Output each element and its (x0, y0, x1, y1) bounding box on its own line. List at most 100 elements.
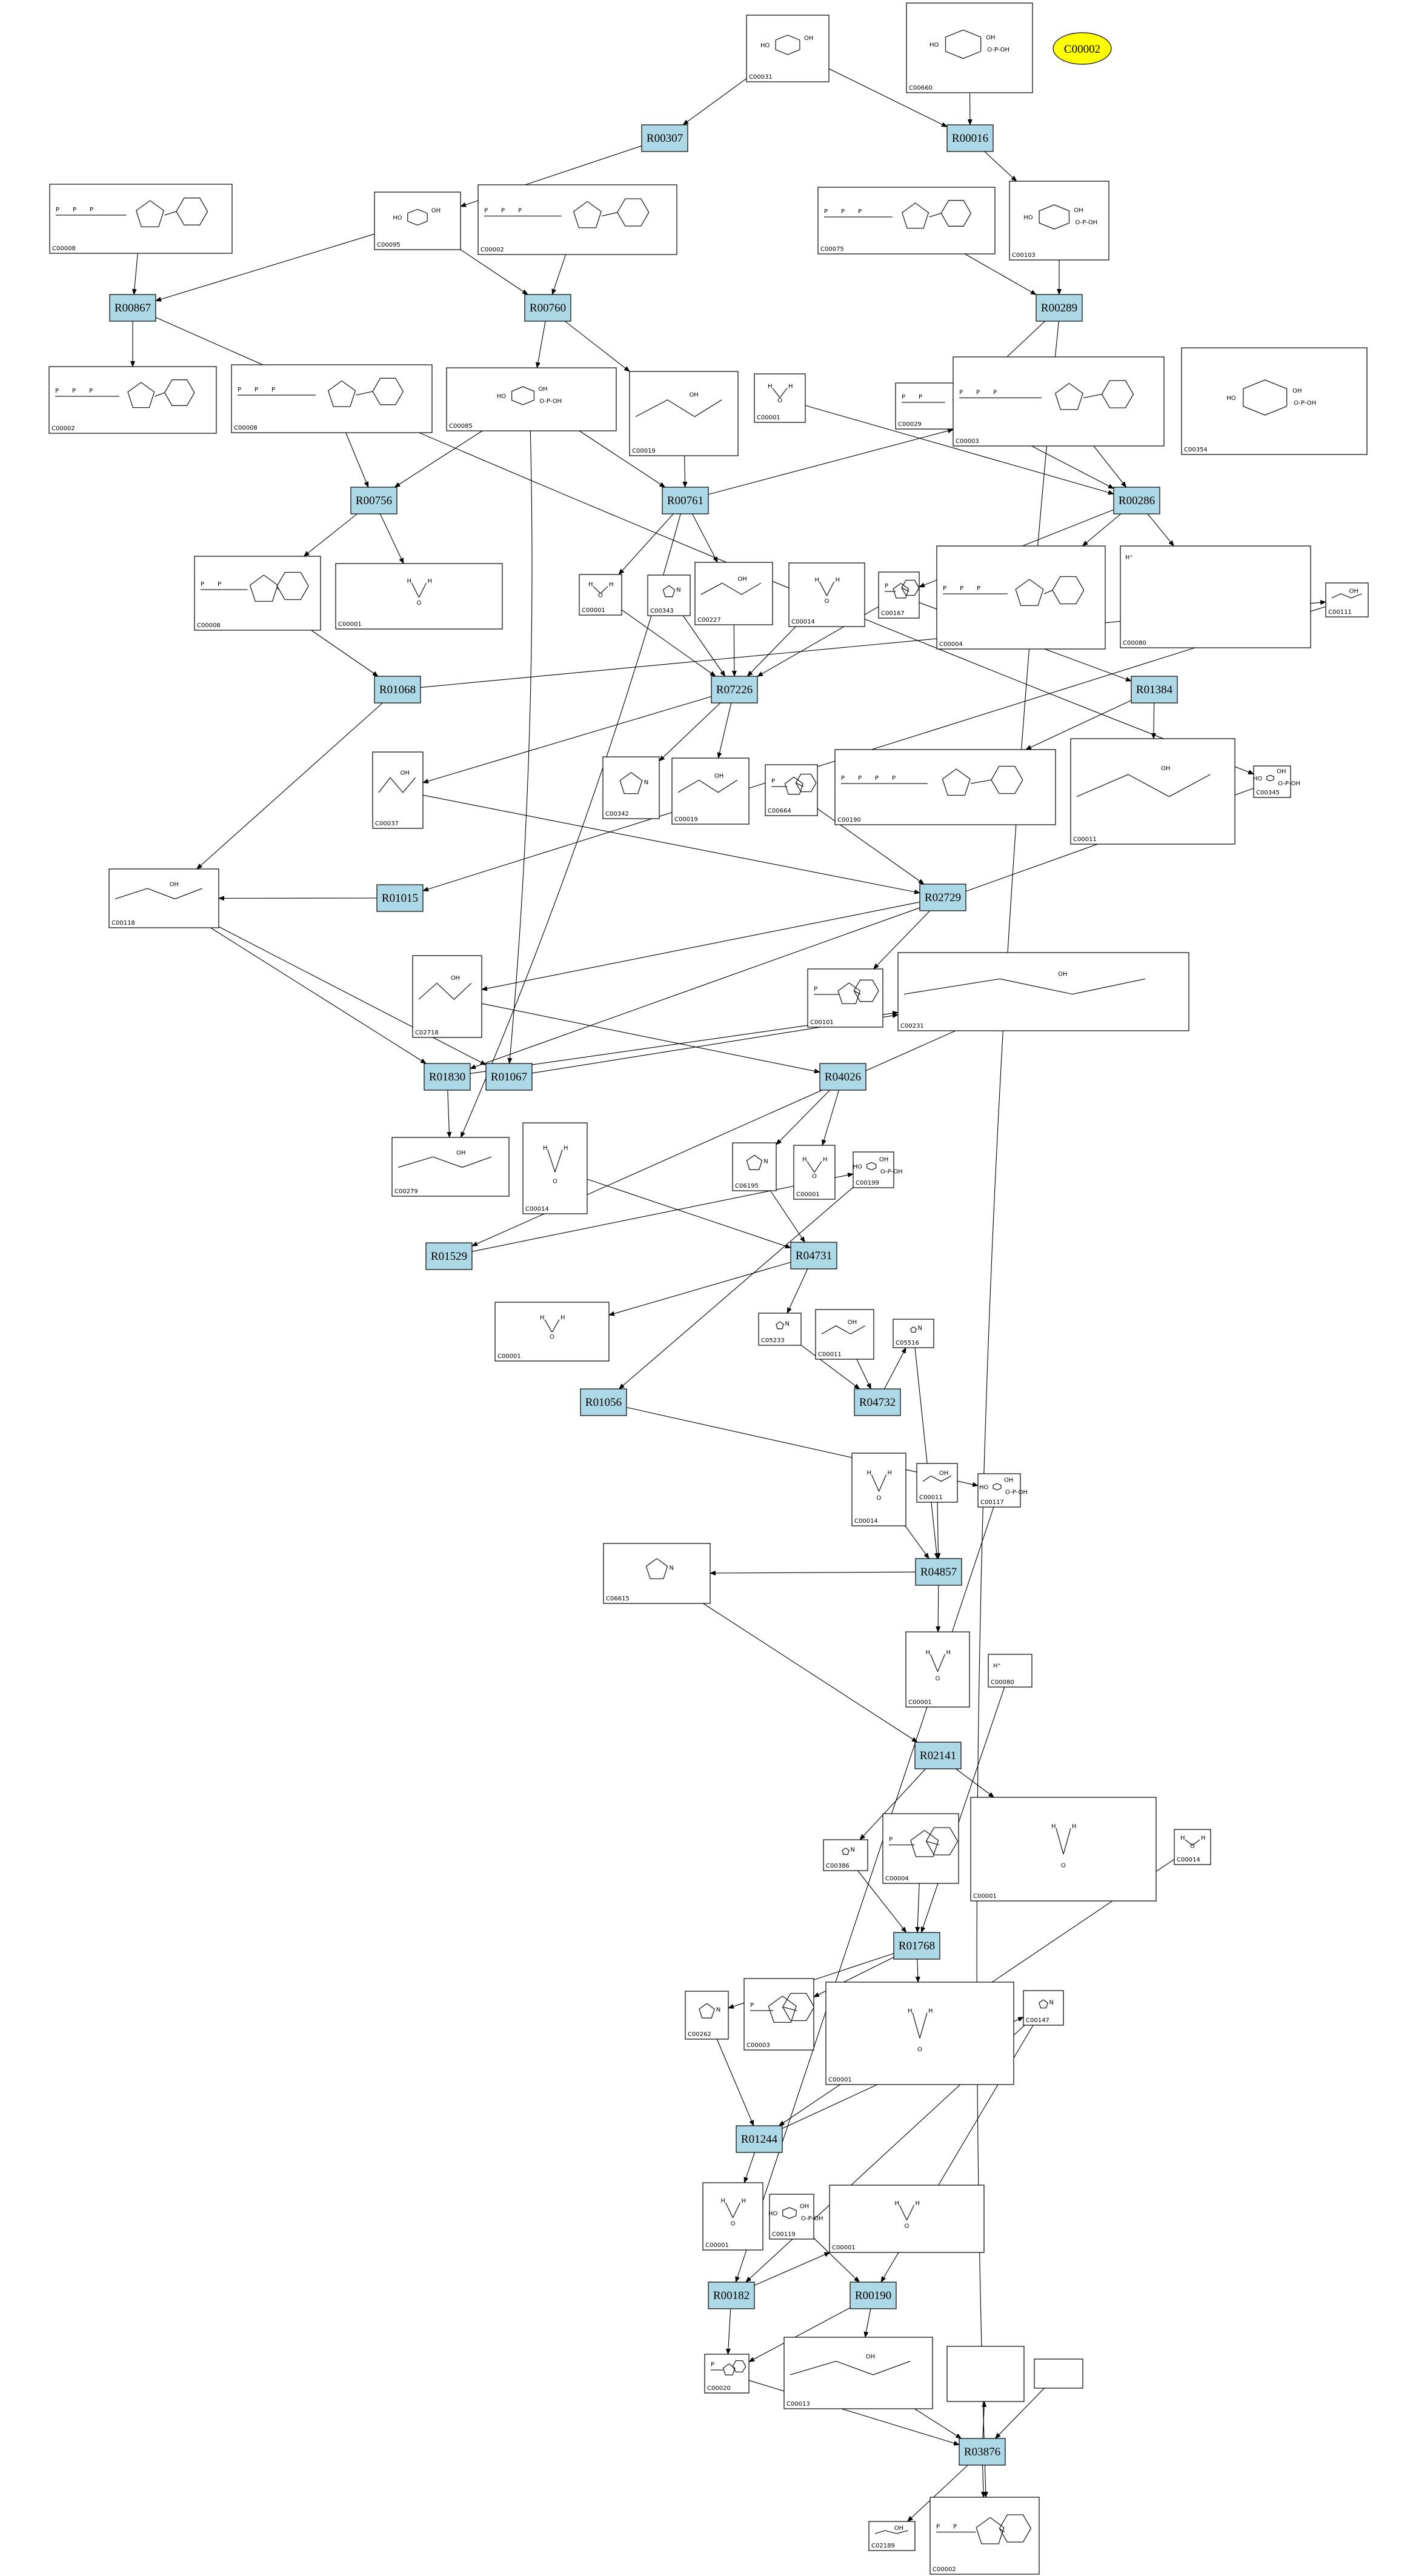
reaction-R04731[interactable]: R04731 (790, 1242, 837, 1270)
reaction-R00190[interactable]: R00190 (850, 2281, 897, 2309)
reaction-R00307[interactable]: R00307 (641, 124, 688, 152)
reaction-R00286[interactable]: R00286 (1113, 487, 1160, 514)
reaction-R00756[interactable]: R00756 (350, 487, 397, 514)
reaction-R04026[interactable]: R04026 (819, 1063, 866, 1091)
compound-C00080[interactable]: H⁺C00080 (1120, 545, 1311, 648)
compound-unlabeled[interactable] (946, 2346, 1025, 2402)
reaction-R07226[interactable]: R07226 (711, 676, 758, 704)
reaction-R02729[interactable]: R02729 (919, 884, 966, 911)
reaction-R01015[interactable]: R01015 (376, 884, 424, 912)
structure-glyph: N (645, 1558, 674, 1580)
reaction-R02141[interactable]: R02141 (914, 1742, 962, 1769)
reaction-R01244[interactable]: R01244 (736, 2125, 783, 2153)
reaction-R01067[interactable]: R01067 (485, 1063, 533, 1091)
compound-unlabeled[interactable] (1034, 2358, 1083, 2389)
reaction-R03876[interactable]: R03876 (959, 2438, 1006, 2466)
reaction-R00760[interactable]: R00760 (524, 294, 571, 322)
compound-id-label: C00001 (973, 1893, 997, 1900)
reaction-R00289[interactable]: R00289 (1036, 294, 1083, 322)
reaction-R01830[interactable]: R01830 (424, 1063, 471, 1091)
reaction-R04732[interactable]: R04732 (854, 1388, 901, 1416)
structure-glyph: OH (677, 773, 738, 793)
reaction-R00761[interactable]: R00761 (662, 487, 709, 514)
reaction-label: R00761 (667, 494, 703, 507)
reaction-R01768[interactable]: R01768 (893, 1932, 940, 1960)
reaction-R01384[interactable]: R01384 (1131, 676, 1178, 704)
reaction-R01068[interactable]: R01068 (374, 676, 421, 704)
reaction-R01529[interactable]: R01529 (425, 1242, 473, 1270)
reaction-R00016[interactable]: R00016 (946, 124, 994, 152)
reaction-R01056[interactable]: R01056 (580, 1388, 627, 1416)
compound-C00080[interactable]: H⁺C00080 (988, 1654, 1033, 1688)
highlight-node[interactable]: C00002 (1053, 32, 1112, 65)
reaction-R00867[interactable]: R00867 (109, 294, 156, 322)
reaction-R04857[interactable]: R04857 (915, 1558, 962, 1586)
reaction-R00182[interactable]: R00182 (708, 2281, 755, 2309)
